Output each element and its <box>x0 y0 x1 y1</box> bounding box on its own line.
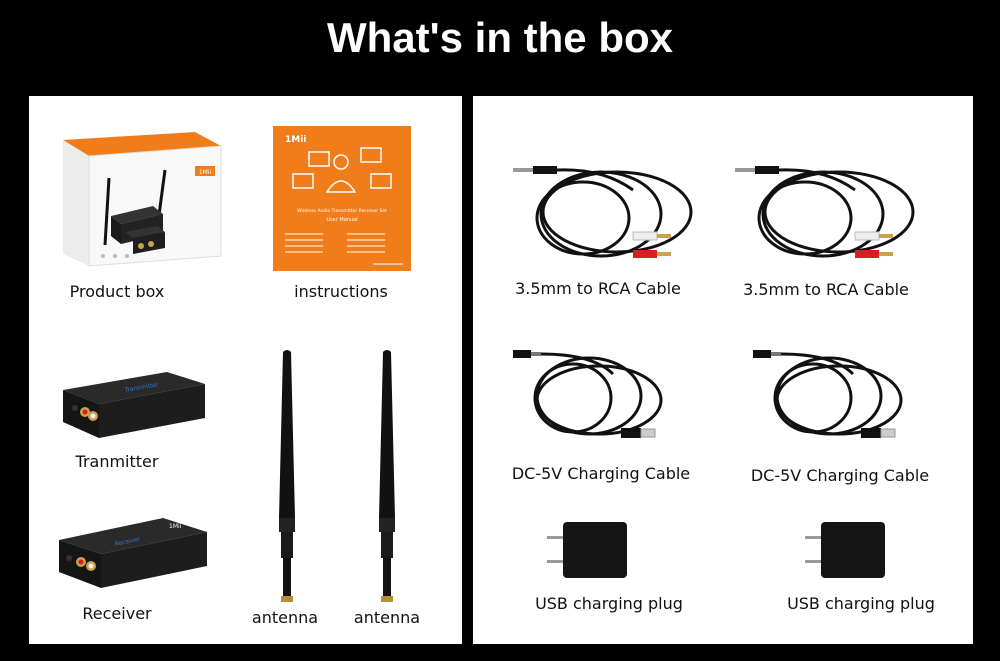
item-label: antenna <box>251 608 319 627</box>
svg-text:Wireless Audio Transmitter Rec: Wireless Audio Transmitter Receiver Set <box>297 208 387 214</box>
svg-text:1Mii: 1Mii <box>199 169 212 176</box>
item-label: USB charging plug <box>787 594 935 613</box>
item-label: Product box <box>69 282 165 301</box>
rca-cable-icon <box>735 162 925 270</box>
antenna-icon <box>267 348 307 603</box>
svg-text:1Mii: 1Mii <box>285 135 306 145</box>
svg-text:1Mii: 1Mii <box>169 523 182 530</box>
usb-plug-icon <box>805 522 885 582</box>
transmitter-device-icon: Transmitter <box>55 368 207 440</box>
left-panel: 1Mii Product box 1Mii Wireless Au <box>29 96 462 644</box>
page-title: What's in the box <box>327 14 673 61</box>
item-label: USB charging plug <box>535 594 683 613</box>
antenna-icon <box>367 348 407 603</box>
receiver-device-icon: 1Mii Receiver <box>51 514 211 590</box>
usb-dc-cable-icon <box>753 348 913 448</box>
item-label: instructions <box>294 282 388 301</box>
right-panel: 3.5mm to RCA Cable 3.5mm to RCA Cable <box>473 96 973 644</box>
item-label: 3.5mm to RCA Cable <box>515 279 681 298</box>
rca-cable-icon <box>513 162 703 270</box>
item-label: 3.5mm to RCA Cable <box>743 280 909 299</box>
product-box-icon: 1Mii <box>45 130 225 270</box>
manual-booklet-icon: 1Mii Wireless Audio Transmitter Receiver… <box>273 126 413 271</box>
item-label: Tranmitter <box>75 452 159 471</box>
usb-dc-cable-icon <box>513 348 673 448</box>
usb-plug-icon <box>547 522 627 582</box>
item-label: Receiver <box>82 604 152 623</box>
item-label: DC-5V Charging Cable <box>750 466 930 485</box>
item-label: antenna <box>353 608 421 627</box>
item-label: DC-5V Charging Cable <box>511 464 691 483</box>
svg-text:User Manual: User Manual <box>326 217 357 223</box>
